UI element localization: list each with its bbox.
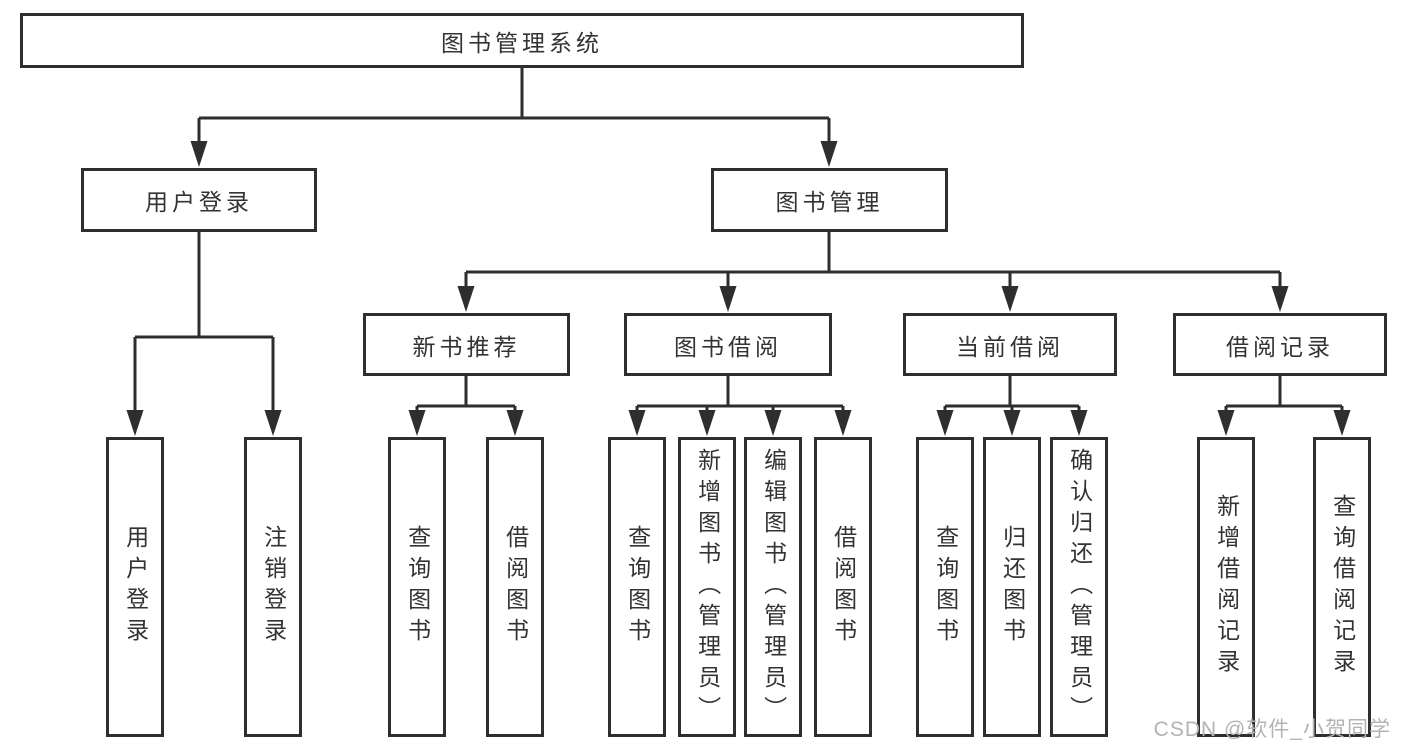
leaf-rec-borrow-books: 借阅图书 bbox=[486, 437, 544, 737]
arrow-down-icon bbox=[1271, 286, 1289, 312]
leaf-br-query-record: 查询借阅记录 bbox=[1313, 437, 1371, 737]
connector-records-to-leaves bbox=[1224, 376, 1344, 414]
arrow-down-icon bbox=[936, 410, 954, 436]
connector-root-to-level2 bbox=[197, 68, 831, 146]
leaf-cb-query-books: 查询图书 bbox=[916, 437, 974, 737]
connector-login-to-leaves bbox=[133, 232, 275, 414]
connector-current-to-leaves bbox=[943, 376, 1081, 414]
arrow-down-icon bbox=[506, 410, 524, 436]
leaf-logout: 注销登录 bbox=[244, 437, 302, 737]
arrow-down-icon bbox=[1333, 410, 1351, 436]
arrow-down-icon bbox=[126, 410, 144, 436]
arrow-down-icon bbox=[190, 141, 208, 167]
node-current-borrow: 当前借阅 bbox=[903, 313, 1117, 376]
leaf-bb-edit-books-admin: 编辑图书（管理员） bbox=[744, 437, 802, 737]
leaf-bb-add-books-admin: 新增图书（管理员） bbox=[678, 437, 736, 737]
arrow-down-icon bbox=[457, 286, 475, 312]
node-root-system: 图书管理系统 bbox=[20, 13, 1024, 68]
arrowheads bbox=[126, 141, 1351, 436]
arrow-down-icon bbox=[698, 410, 716, 436]
arrow-down-icon bbox=[628, 410, 646, 436]
csdn-watermark: CSDN @软件_小贺同学 bbox=[1153, 718, 1391, 741]
arrow-down-icon bbox=[820, 141, 838, 167]
node-borrow-records: 借阅记录 bbox=[1173, 313, 1387, 376]
leaf-br-add-record: 新增借阅记录 bbox=[1197, 437, 1255, 737]
arrow-down-icon bbox=[764, 410, 782, 436]
arrow-down-icon bbox=[408, 410, 426, 436]
leaf-cb-return-books: 归还图书 bbox=[983, 437, 1041, 737]
arrow-down-icon bbox=[264, 410, 282, 436]
arrow-down-icon bbox=[1070, 410, 1088, 436]
leaf-cb-confirm-return-admin: 确认归还（管理员） bbox=[1050, 437, 1108, 737]
node-book-borrow: 图书借阅 bbox=[624, 313, 832, 376]
arrow-down-icon bbox=[834, 410, 852, 436]
leaf-bb-query-books: 查询图书 bbox=[608, 437, 666, 737]
arrow-down-icon bbox=[1003, 410, 1021, 436]
leaf-user-login: 用户登录 bbox=[106, 437, 164, 737]
arrow-down-icon bbox=[1217, 410, 1235, 436]
connector-recommend-to-leaves bbox=[415, 376, 517, 414]
connector-borrow-to-leaves bbox=[635, 376, 845, 414]
arrow-down-icon bbox=[719, 286, 737, 312]
node-new-book-recommend: 新书推荐 bbox=[363, 313, 570, 376]
leaf-bb-borrow-books: 借阅图书 bbox=[814, 437, 872, 737]
arrow-down-icon bbox=[1001, 286, 1019, 312]
node-book-manage: 图书管理 bbox=[711, 168, 948, 232]
connector-manage-to-level3 bbox=[464, 232, 1282, 291]
leaf-rec-query-books: 查询图书 bbox=[388, 437, 446, 737]
node-user-login: 用户登录 bbox=[81, 168, 317, 232]
